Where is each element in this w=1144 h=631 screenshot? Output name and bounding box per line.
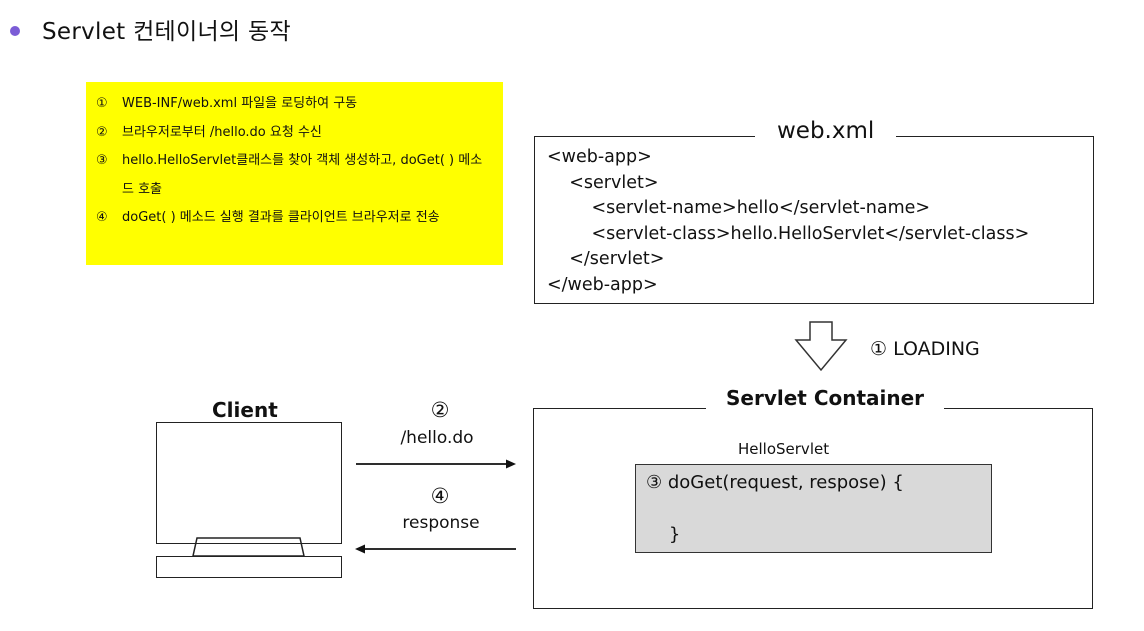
request-arrowhead-icon bbox=[506, 459, 516, 469]
response-label: response bbox=[402, 513, 480, 533]
webxml-code: <web-app> <servlet> <servlet-name>hello<… bbox=[547, 147, 1030, 295]
step-number: ① bbox=[96, 96, 108, 111]
step-item: ② 브라우저로부터 /hello.do 요청 수신 bbox=[96, 119, 503, 148]
request-number: ② bbox=[430, 398, 450, 422]
response-arrowhead-icon bbox=[355, 544, 365, 554]
client-label: Client bbox=[190, 398, 300, 422]
step-number: ④ bbox=[96, 210, 108, 225]
page-title: Servlet 컨테이너의 동작 bbox=[42, 19, 291, 45]
webxml-box: <web-app> <servlet> <servlet-name>hello<… bbox=[534, 136, 1094, 304]
step-item: ① WEB-INF/web.xml 파일을 로딩하여 구동 bbox=[96, 90, 503, 119]
client-screen bbox=[156, 422, 342, 544]
client-base bbox=[156, 556, 342, 578]
step-text: 브라우저로부터 /hello.do 요청 수신 bbox=[122, 124, 322, 140]
step-number: ② bbox=[96, 124, 108, 140]
step-number: ③ bbox=[96, 153, 108, 168]
loading-down-arrow-icon bbox=[794, 321, 848, 372]
step-item: ④ doGet( ) 메소드 실행 결과를 클라이언트 브라우저로 전송 bbox=[96, 204, 503, 233]
title-bullet bbox=[10, 26, 20, 36]
step-text: WEB-INF/web.xml 파일을 로딩하여 구동 bbox=[122, 96, 358, 111]
doget-code: ③ doGet(request, respose) { } bbox=[646, 472, 904, 545]
doget-box bbox=[635, 464, 992, 553]
servlet-name-label: HelloServlet bbox=[738, 440, 830, 458]
steps-note: ① WEB-INF/web.xml 파일을 로딩하여 구동 ② 브라우저로부터 /h… bbox=[86, 82, 503, 265]
step-text: doGet( ) 메소드 실행 결과를 클라이언트 브라우저로 전송 bbox=[122, 210, 440, 225]
webxml-label: web.xml bbox=[755, 118, 897, 144]
request-label: /hello.do bbox=[400, 428, 474, 448]
step-text: hello.HelloServlet클래스를 찾아 객체 생성하고, doGet… bbox=[122, 153, 483, 197]
response-number: ④ bbox=[430, 484, 450, 508]
steps-list: ① WEB-INF/web.xml 파일을 로딩하여 구동 ② 브라우저로부터 /h… bbox=[86, 82, 503, 233]
loading-label: ① LOADING bbox=[870, 338, 980, 360]
servlet-container-label: Servlet Container bbox=[706, 386, 945, 410]
step-item: ③ hello.HelloServlet클래스를 찾아 객체 생성하고, doGe… bbox=[96, 147, 503, 204]
